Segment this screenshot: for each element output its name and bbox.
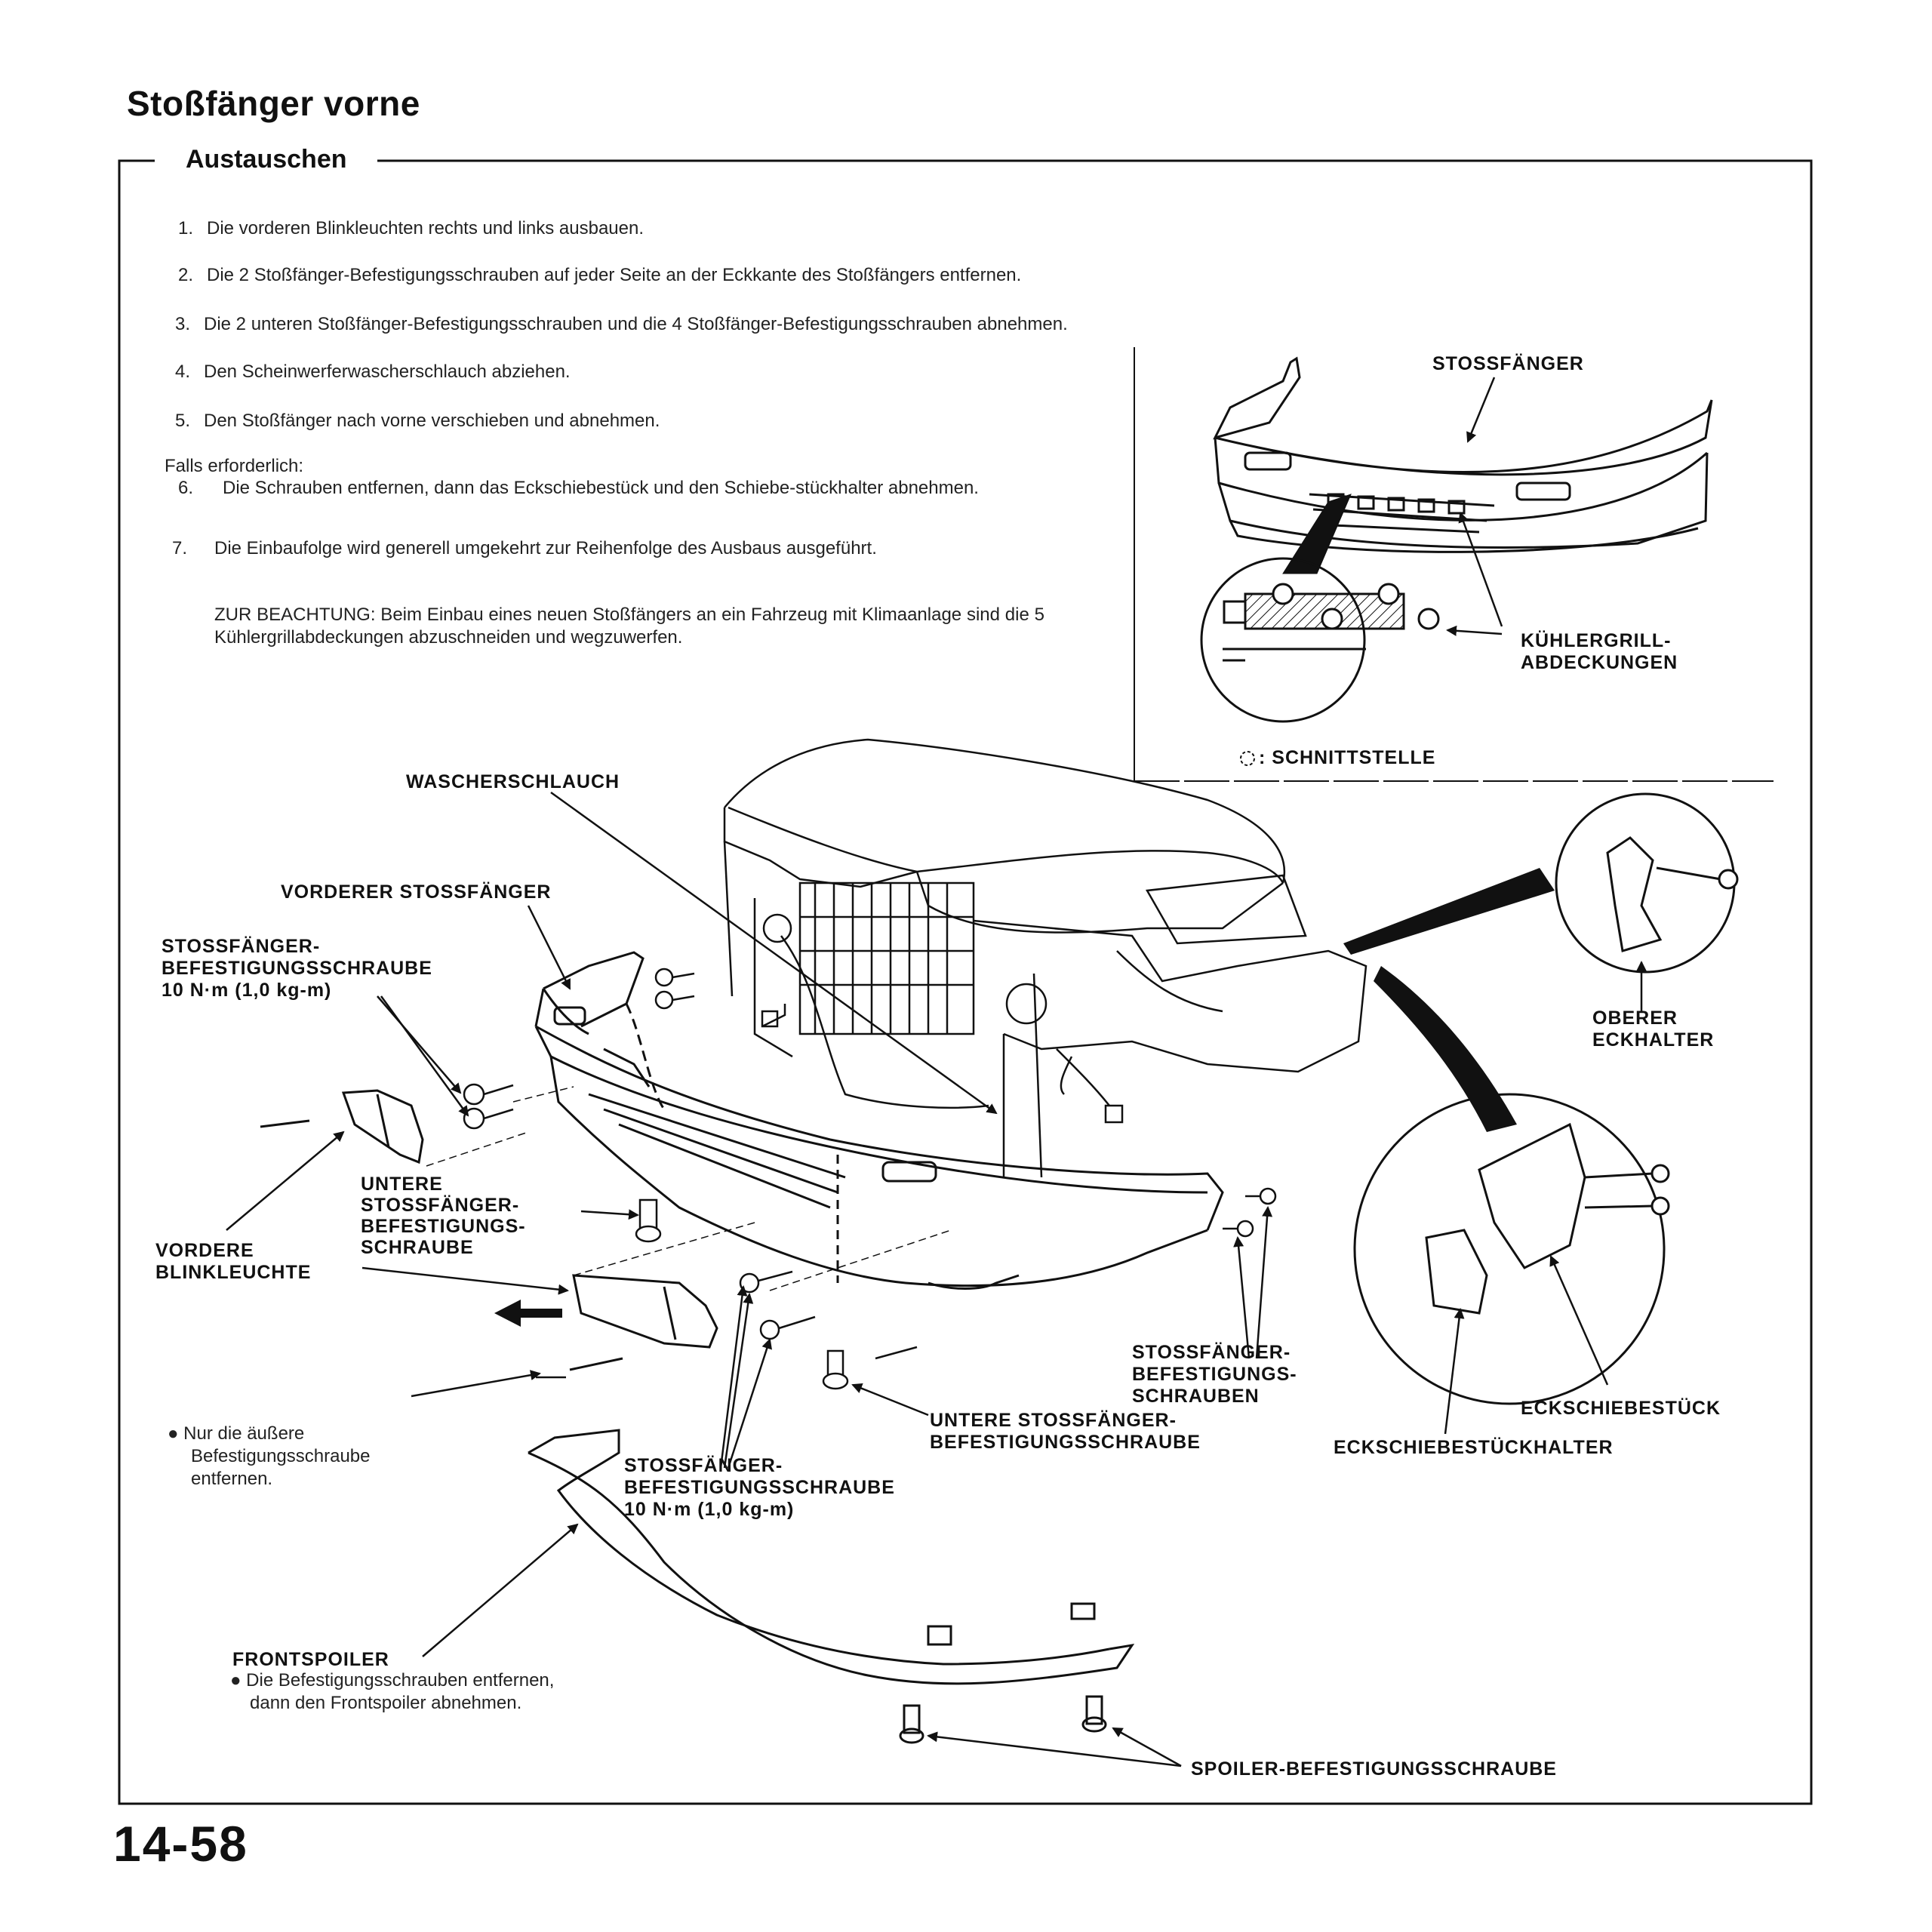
magnified-circle <box>1200 557 1440 723</box>
label-kuehlergrill-1: KÜHLERGRILL- <box>1521 630 1672 651</box>
step-text: Die 2 Stoßfänger-Befestigungsschrauben a… <box>207 265 1022 285</box>
label-untere-b-2: BEFESTIGUNGSSCHRAUBE <box>930 1432 1201 1453</box>
front-bumper-drawing <box>534 951 1224 1290</box>
eckschiebe-circle <box>1353 1093 1670 1405</box>
label-untere-1: UNTERE <box>361 1174 443 1195</box>
step-text: Die Schrauben entfernen, dann das Ecksch… <box>223 478 979 498</box>
car-front-drawing <box>723 738 1367 1178</box>
bolt-drawings <box>463 968 1277 1390</box>
list-item: 2. Die 2 Stoßfänger-Befestigungsschrauben… <box>151 264 1021 287</box>
direction-arrow <box>494 1300 562 1327</box>
inset-bumper-drawing <box>1213 356 1713 553</box>
page-frame <box>118 159 1813 1805</box>
inset-leaders <box>1446 377 1503 636</box>
dashed-guides <box>426 1086 952 1291</box>
page-number: 14-58 <box>113 1816 248 1872</box>
step-text: Die Einbaufolge wird generell umgekehrt … <box>214 538 877 558</box>
label-spoiler-schraube: SPOILER-BEFESTIGUNGSSCHRAUBE <box>1191 1758 1557 1780</box>
label-bef-schraube-3: 10 N·m (1,0 kg-m) <box>162 980 332 1001</box>
label-oberer-1: OBERER <box>1592 1008 1678 1029</box>
blinker-drawings <box>260 1089 718 1371</box>
label-bef-b-1: STOSSFÄNGER- <box>624 1455 783 1476</box>
label-blink-1: VORDERE <box>155 1240 254 1261</box>
note-line: Nur die äußere <box>183 1423 305 1444</box>
label-schrauben-1: STOSSFÄNGER- <box>1132 1342 1291 1363</box>
label-untere-3: BEFESTIGUNGS- <box>361 1216 526 1237</box>
step-number: 4. <box>174 361 190 382</box>
label-bef-schraube-1: STOSSFÄNGER- <box>162 936 321 957</box>
inset-panel-border <box>1134 347 1774 782</box>
step-text: Den Scheinwerferwascherschlauch abziehen… <box>204 361 571 382</box>
label-bef-b-3: 10 N·m (1,0 kg-m) <box>624 1499 795 1520</box>
label-eckschiebestueckhalter: ECKSCHIEBESTÜCKHALTER <box>1334 1437 1614 1458</box>
label-blink-2: BLINKLEUCHTE <box>155 1262 312 1283</box>
note-line: Befestigungsschraube <box>191 1446 371 1466</box>
label-bef-b-2: BEFESTIGUNGSSCHRAUBE <box>624 1477 895 1498</box>
note-aeussere-schraube: ● Nur die äußere Befestigungsschraube en… <box>168 1423 371 1491</box>
label-schrauben-2: BEFESTIGUNGS- <box>1132 1364 1297 1385</box>
step-number: 3. <box>174 314 190 334</box>
note-text: ZUR BEACHTUNG: Beim Einbau eines neuen S… <box>214 605 1044 648</box>
label-schnittstelle: : SCHNITTSTELLE <box>1259 747 1436 768</box>
label-untere-b-1: UNTERE STOSSFÄNGER- <box>930 1410 1177 1431</box>
label-eckschiebestueck: ECKSCHIEBESTÜCK <box>1521 1398 1721 1419</box>
label-untere-4: SCHRAUBE <box>361 1237 474 1258</box>
oberer-eckhalter-circle <box>1555 792 1739 974</box>
list-item: 4. Den Scheinwerferwascherschlauch abzieh… <box>148 361 571 383</box>
detail-pointers <box>1343 868 1555 1132</box>
bullet-icon: ● <box>168 1423 184 1444</box>
step-text: Den Stoßfänger nach vorne verschieben un… <box>204 411 660 431</box>
bullet-icon: ● <box>230 1670 247 1690</box>
label-schrauben-3: SCHRAUBEN <box>1132 1386 1260 1407</box>
optional-intro: Falls erforderlich: <box>165 456 304 476</box>
label-waescherschlauch: WASCHERSCHLAUCH <box>406 771 620 792</box>
step-number: 5. <box>174 411 190 431</box>
note-frontspoiler: ● Die Befestigungsschrauben entfernen, d… <box>230 1669 554 1715</box>
inset-pointer <box>1282 494 1352 574</box>
label-stossfaenger: STOSSFÄNGER <box>1432 353 1584 374</box>
note-line: dann den Frontspoiler abnehmen. <box>250 1693 522 1713</box>
step-number: 7. <box>172 538 188 558</box>
label-vorderer-stossfaenger: VORDERER STOSSFÄNGER <box>281 881 552 903</box>
list-item: 3. Die 2 unteren Stoßfänger-Befestigungss… <box>148 313 1068 336</box>
step-text: Die 2 unteren Stoßfänger-Befestigungssch… <box>204 314 1068 334</box>
list-item: 5. Den Stoßfänger nach vorne verschieben … <box>148 410 660 432</box>
schnittstelle-icon <box>1240 751 1255 766</box>
step-number: 6. <box>178 478 194 498</box>
label-oberer-2: ECKHALTER <box>1592 1029 1715 1051</box>
frontspoiler-drawing <box>528 1429 1135 1744</box>
label-untere-2: STOSSFÄNGER- <box>361 1195 520 1216</box>
section-heading: Austauschen <box>175 145 358 174</box>
label-frontspoiler: FRONTSPOILER <box>232 1649 389 1670</box>
label-bef-schraube-2: BEFESTIGUNGSSCHRAUBE <box>162 958 432 979</box>
step-number: 2. <box>177 265 193 285</box>
page-title: Stoßfänger vorne <box>127 84 420 123</box>
step-number: 1. <box>177 218 193 238</box>
step-text: Die vorderen Blinkleuchten rechts und li… <box>207 218 645 238</box>
note-line: entfernen. <box>191 1469 273 1489</box>
note-line: Die Befestigungsschrauben entfernen, <box>246 1670 555 1690</box>
leader-arrows <box>226 791 1647 1767</box>
label-kuehlergrill-2: ABDECKUNGEN <box>1521 652 1678 673</box>
list-item: 1. Die vorderen Blinkleuchten rechts und … <box>151 217 644 240</box>
